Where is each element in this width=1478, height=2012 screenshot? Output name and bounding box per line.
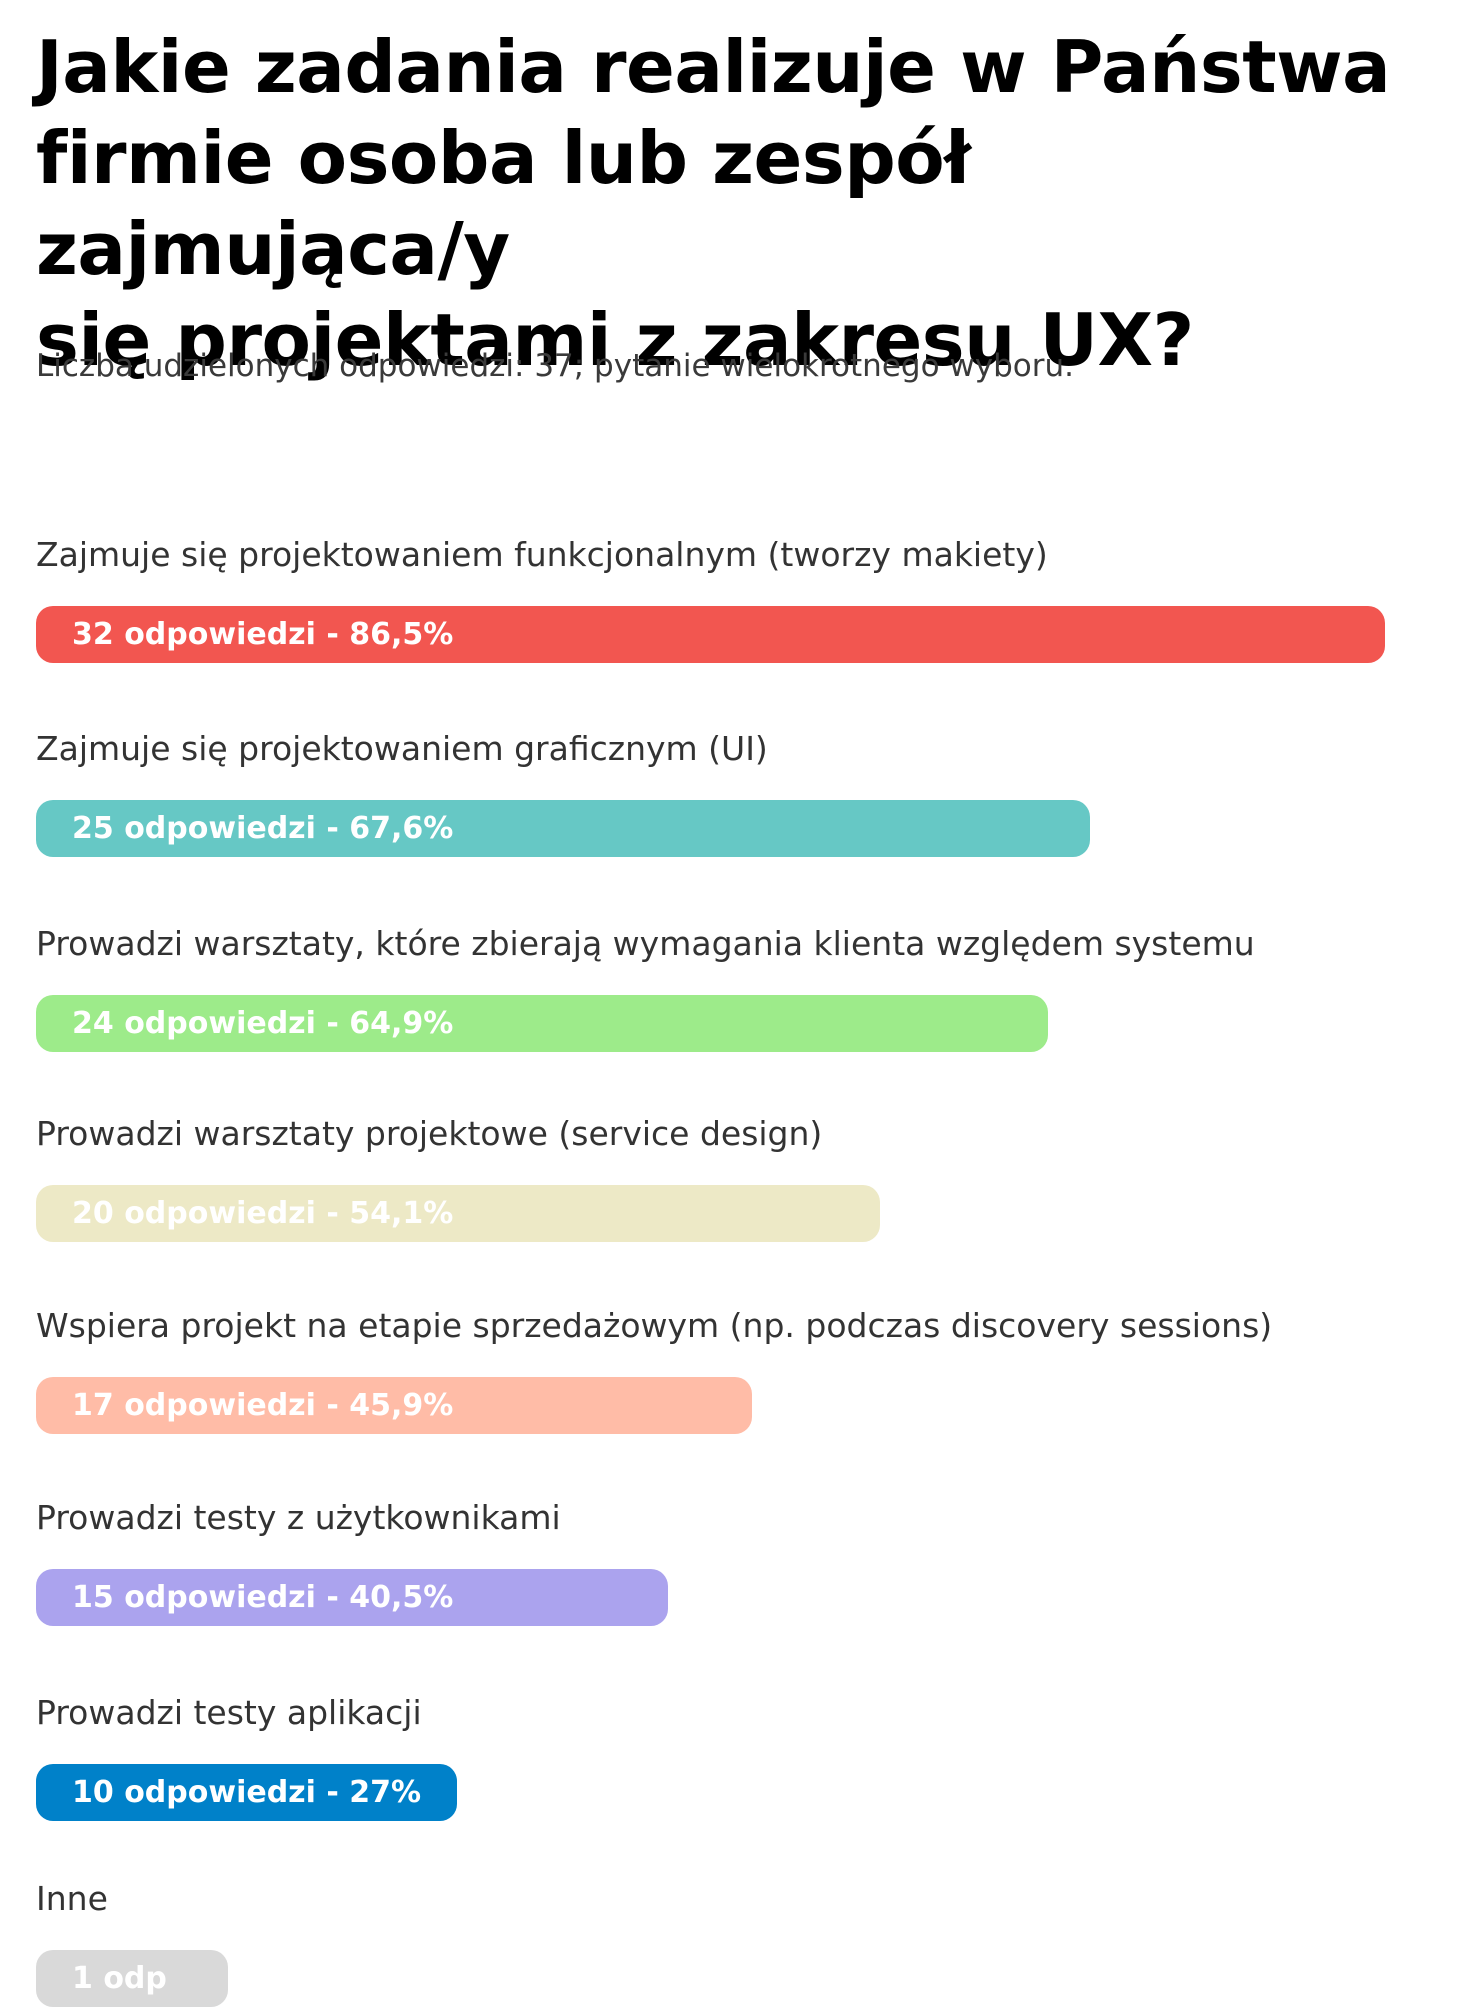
bar-data-label: 25 odpowiedzi - 67,6% bbox=[72, 811, 454, 846]
bar-data-label: 20 odpowiedzi - 54,1% bbox=[72, 1196, 454, 1231]
category-label: Wspiera projekt na etapie sprzedażowym (… bbox=[36, 1306, 1273, 1345]
bar-data-label: 17 odpowiedzi - 45,9% bbox=[72, 1388, 454, 1423]
category-label: Prowadzi warsztaty projektowe (service d… bbox=[36, 1114, 823, 1153]
bar: 24 odpowiedzi - 64,9% bbox=[36, 995, 1049, 1052]
category-label: Prowadzi testy z użytkownikami bbox=[36, 1498, 561, 1537]
category-label: Zajmuje się projektowaniem funkcjonalnym… bbox=[36, 535, 1048, 574]
category-label: Prowadzi testy aplikacji bbox=[36, 1693, 422, 1732]
bar: 17 odpowiedzi - 45,9% bbox=[36, 1377, 752, 1434]
chart-title: Jakie zadania realizuje w Państwa firmie… bbox=[36, 25, 1391, 382]
bar: 32 odpowiedzi - 86,5% bbox=[36, 606, 1385, 663]
bar: 1 odp bbox=[36, 1950, 228, 2007]
bar: 15 odpowiedzi - 40,5% bbox=[36, 1569, 668, 1626]
category-label: Zajmuje się projektowaniem graficznym (U… bbox=[36, 729, 768, 768]
category-label: Prowadzi warsztaty, które zbierają wymag… bbox=[36, 924, 1255, 963]
bar-data-label: 32 odpowiedzi - 86,5% bbox=[72, 617, 454, 652]
chart-subtitle: Liczba udzielonych odpowiedzi: 37; pytan… bbox=[36, 348, 1074, 384]
bar-data-label: 15 odpowiedzi - 40,5% bbox=[72, 1580, 454, 1615]
bar: 20 odpowiedzi - 54,1% bbox=[36, 1185, 880, 1242]
bar-data-label: 24 odpowiedzi - 64,9% bbox=[72, 1006, 454, 1041]
bar: 10 odpowiedzi - 27% bbox=[36, 1764, 458, 1821]
bar-chart: Zajmuje się projektowaniem funkcjonalnym… bbox=[36, 0, 1442, 2012]
bar: 25 odpowiedzi - 67,6% bbox=[36, 800, 1091, 857]
category-label: Inne bbox=[36, 1879, 108, 1918]
bar-data-label: 10 odpowiedzi - 27% bbox=[72, 1775, 422, 1810]
bar-data-label: 1 odp bbox=[72, 1961, 167, 1996]
